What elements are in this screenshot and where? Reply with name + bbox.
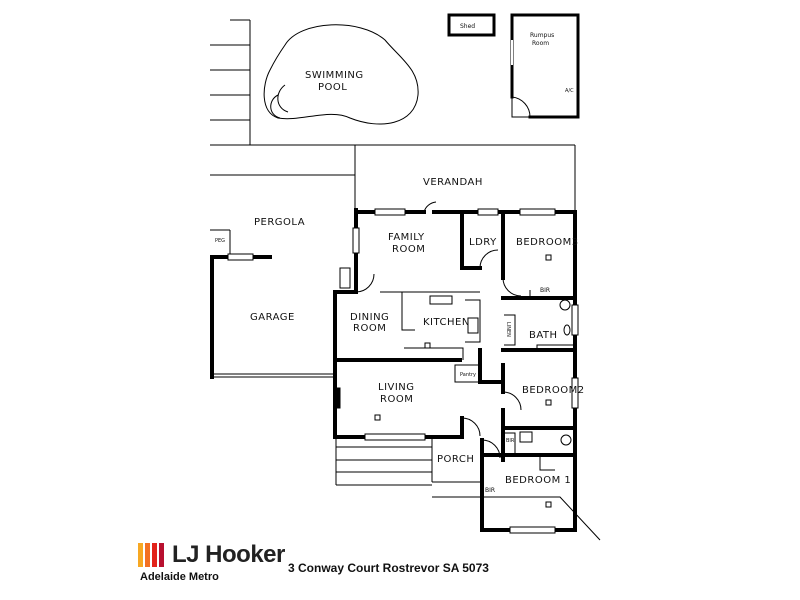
logo-bar-2 (145, 543, 150, 567)
kitchen-label: KITCHEN (423, 317, 470, 328)
property-address: 3 Conway Court Rostrevor SA 5073 (288, 561, 489, 575)
swimming-pool (263, 24, 419, 125)
bir-top-label: BIR (540, 287, 550, 294)
rumpus-room (510, 13, 580, 119)
pantry-label: Pantry (460, 372, 476, 378)
logo-bar-1 (138, 543, 143, 567)
pool-steps-icon (270, 84, 289, 119)
linen-label: LINEN (505, 322, 511, 337)
dining-room-label-line2: ROOM (353, 323, 386, 334)
bir-mid-label: BIR (506, 438, 515, 444)
door-icons (355, 201, 555, 471)
living-room-label-line2: ROOM (380, 394, 413, 405)
brand-name: LJ Hooker (172, 541, 285, 568)
logo-bar-3 (152, 543, 157, 567)
bedroom3-label: BEDROOM3 (516, 237, 579, 248)
living-room-label-line1: LIVING (378, 382, 415, 393)
rumpus-label-line2: Room (532, 40, 549, 47)
porch-label: PORCH (437, 454, 474, 465)
peg-label: PEG (215, 238, 225, 244)
family-room-label-line1: FAMILY (388, 232, 425, 243)
dining-room-label-line1: DINING (350, 312, 389, 323)
interior-details (335, 290, 601, 541)
pool-label-line2: POOL (318, 82, 347, 93)
deck-lines (210, 19, 576, 212)
lj-hooker-logo: LJ Hooker (138, 541, 285, 569)
rumpus-ac-label: A/C (565, 88, 574, 94)
logo-bar-4 (159, 543, 164, 567)
bedroom1-label: BEDROOM 1 (505, 475, 571, 486)
bedroom2-label: BEDROOM2 (522, 385, 585, 396)
rumpus-label-line1: Rumpus (530, 32, 554, 39)
bath-label: BATH (529, 330, 558, 341)
garage-label: GARAGE (250, 312, 295, 323)
pergola-label: PERGOLA (254, 217, 305, 228)
ldry-label: LDRY (469, 237, 497, 248)
windows (227, 208, 579, 534)
rumpus-door-icon (511, 96, 531, 118)
bir-low-label: BIR (485, 487, 495, 494)
pool-label-line1: SWIMMING (305, 70, 364, 81)
office-name: Adelaide Metro (140, 571, 219, 583)
shed-label: Shed (460, 23, 475, 30)
fixtures (334, 254, 572, 508)
family-room-label-line2: ROOM (392, 244, 425, 255)
verandah-label: VERANDAH (423, 177, 483, 188)
shed (447, 13, 496, 37)
